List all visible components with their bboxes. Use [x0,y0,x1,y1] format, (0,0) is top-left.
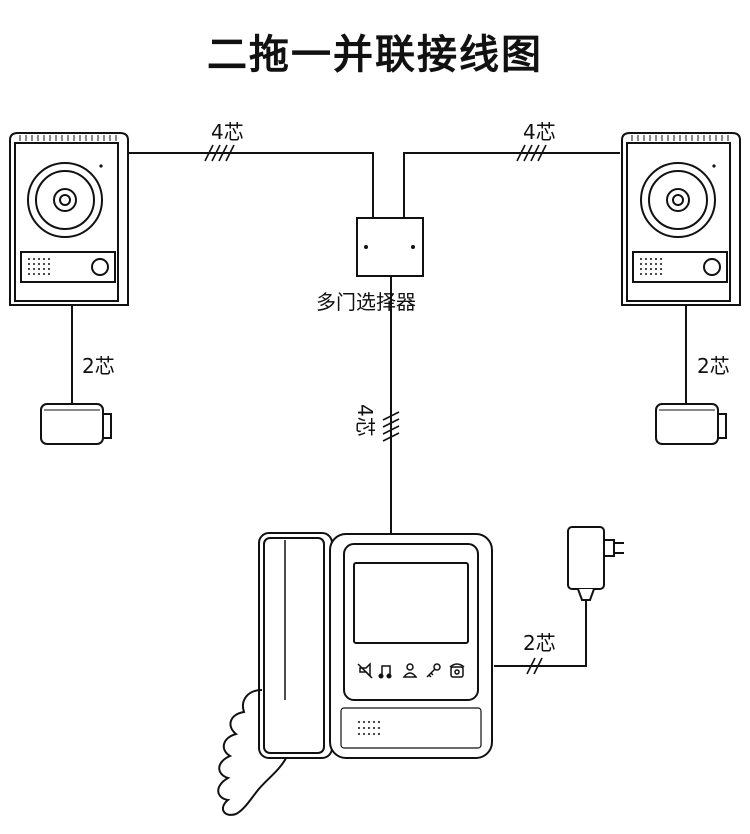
cable-ticks-vertical [382,411,400,442]
selector-screw-right [411,245,415,249]
right-outdoor-unit [621,132,741,306]
monitor-screen [353,562,469,644]
left-outdoor-unit [9,132,129,306]
user-icon[interactable] [402,663,418,678]
mute-icon[interactable] [357,662,373,679]
wire-left-outdoor-to-selector [128,152,374,218]
left-outdoor-cable-label: 4芯 [211,120,244,144]
monitor-icons [357,662,465,679]
wire-right-outdoor-to-selector [403,152,620,218]
cable-ticks-right [516,144,547,162]
right-lock-cable-label: 2芯 [697,354,730,378]
right-outdoor-cable-label: 4芯 [523,120,556,144]
left-call-button-icon [91,258,109,276]
intercom-phone-icon[interactable] [449,663,465,678]
power-adapter [567,526,624,601]
power-cable-label: 2芯 [523,631,556,655]
right-electric-lock [655,403,727,445]
cable-ticks-left [204,144,235,162]
music-icon[interactable] [378,665,392,679]
door-selector-label: 多门选择器 [316,290,416,314]
diagram-title: 二拖一并联接线图 [207,32,543,78]
left-lock-cable-label: 2芯 [82,354,115,378]
left-electric-lock [40,403,112,445]
selector-to-monitor-cable-label: 4芯 [353,404,377,437]
handset-cord [217,689,287,816]
cable-ticks-power [526,657,543,675]
indoor-monitor [217,532,493,816]
right-call-button-icon [703,258,721,276]
unlock-key-icon[interactable] [426,663,441,678]
wire-power-to-monitor [494,598,587,667]
selector-screw-left [364,245,368,249]
